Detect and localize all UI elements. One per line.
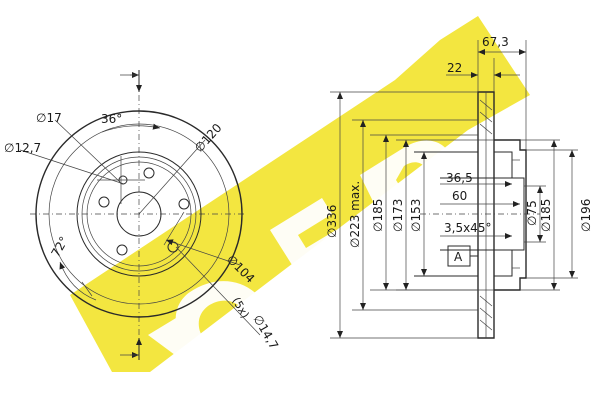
label-angle-36: 36°	[101, 112, 122, 126]
center-bore	[116, 191, 162, 237]
label-diam-153: ∅153	[409, 199, 423, 232]
label-diam-75: ∅75	[525, 200, 539, 226]
bolt-holes	[98, 167, 190, 256]
label-diam-336: ∅336	[325, 205, 339, 238]
logo-band	[70, 16, 530, 372]
hat-section-outline	[494, 139, 527, 291]
label-diam-185-left: ∅185	[371, 199, 385, 232]
label-width-67-3: 67,3	[482, 35, 509, 49]
label-diam-17: ∅17	[36, 111, 62, 125]
label-diam-185-right: ∅185	[539, 199, 553, 232]
hub-circle	[76, 151, 202, 277]
front-view	[19, 70, 261, 360]
label-diam-14-7: ∅14,7	[250, 313, 281, 352]
side-view	[330, 40, 578, 339]
label-diam-173: ∅173	[391, 199, 405, 232]
label-reference-a: A	[454, 250, 463, 264]
label-diam-223-max: ∅223 max.	[348, 181, 362, 248]
label-height-36-5: 36,5	[446, 171, 473, 185]
label-width-22: 22	[447, 61, 462, 75]
label-diam-196: ∅196	[579, 199, 593, 232]
label-chamfer: 3,5x45°	[444, 221, 491, 235]
label-diam-12-7: ∅12,7	[4, 141, 41, 155]
disc-outer-circle	[35, 110, 243, 318]
label-height-60: 60	[452, 189, 467, 203]
